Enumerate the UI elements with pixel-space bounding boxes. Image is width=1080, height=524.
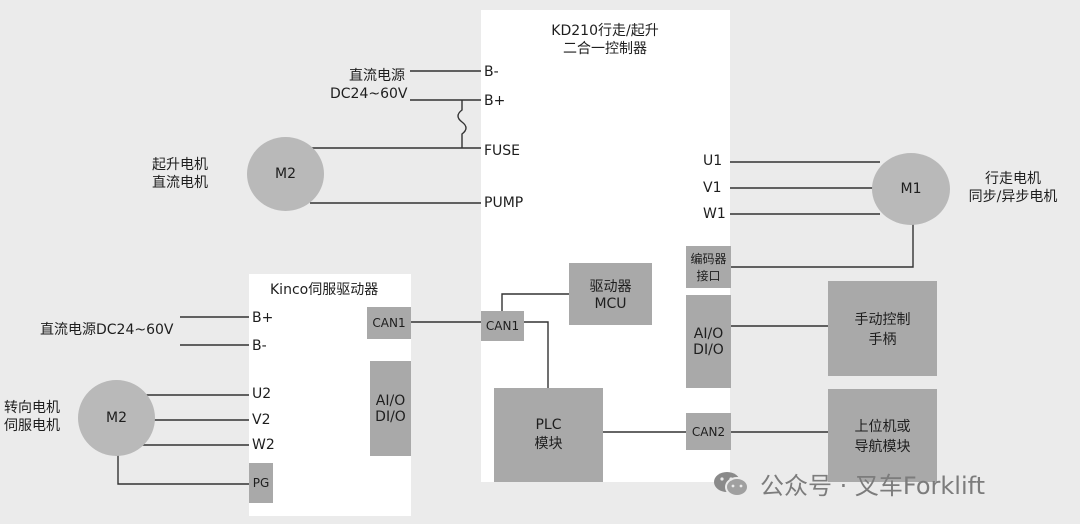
- pin-pump: PUMP: [484, 195, 524, 211]
- main-can2: CAN2: [686, 413, 731, 450]
- manual-control-handle: 手动控制 手柄: [828, 281, 937, 376]
- wire-can1-plc: [524, 321, 549, 388]
- steer-motor-label: 转向电机 伺服电机: [4, 400, 60, 435]
- servo-can1: CAN1: [367, 307, 411, 339]
- lift-motor-m2: M2: [247, 137, 324, 211]
- pin-w1: W1: [703, 206, 726, 222]
- servo-pin-v2: V2: [252, 412, 271, 428]
- fuse-symbol: [457, 100, 467, 148]
- travel-motor-label: 行走电机 同步/异步电机: [968, 171, 1058, 206]
- watermark-text: 公众号 · 叉车Forklift: [760, 472, 986, 500]
- pin-bplus: B+: [484, 93, 506, 109]
- servo-pin-bplus: B+: [252, 310, 274, 326]
- pin-fuse: FUSE: [484, 143, 521, 159]
- pin-v1: V1: [703, 180, 722, 196]
- host-or-nav-module: 上位机或 导航模块: [828, 389, 937, 482]
- wechat-icon: [714, 471, 749, 497]
- wire-pg: [117, 455, 249, 485]
- pin-bminus: B-: [484, 64, 499, 80]
- servo-pin-bminus: B-: [252, 338, 267, 354]
- wire-can1-mcu: [501, 293, 569, 311]
- servo-pg: PG: [249, 463, 273, 503]
- power-top-label: 直流电源 DC24~60V: [330, 68, 408, 103]
- servo-pin-u2: U2: [252, 386, 272, 402]
- encoder-interface: 编码器 接口: [686, 246, 731, 288]
- servo-aio-dio: AI/O DI/O: [370, 361, 411, 456]
- servo-pin-w2: W2: [252, 437, 275, 453]
- driver-mcu: 驱动器 MCU: [569, 263, 652, 325]
- steer-motor-m2: M2: [78, 380, 155, 456]
- main-can1: CAN1: [481, 311, 524, 341]
- servo-driver-title: Kinco伺服驱动器: [270, 282, 379, 298]
- wire-encoder: [730, 224, 914, 268]
- lift-motor-label: 起升电机 直流电机: [152, 157, 208, 192]
- main-controller-title: KD210行走/起升 二合一控制器: [551, 23, 659, 58]
- travel-motor-m1: M1: [872, 153, 950, 225]
- power-left-label: 直流电源DC24~60V: [40, 322, 174, 338]
- watermark: 公众号 · 叉车Forklift: [712, 466, 985, 501]
- pin-u1: U1: [703, 153, 723, 169]
- lift-motor-name: M2: [275, 166, 296, 182]
- travel-motor-name: M1: [900, 181, 922, 197]
- plc-module: PLC 模块: [494, 388, 603, 482]
- main-aio-dio: AI/O DI/O: [686, 295, 731, 388]
- steer-motor-name: M2: [106, 410, 127, 426]
